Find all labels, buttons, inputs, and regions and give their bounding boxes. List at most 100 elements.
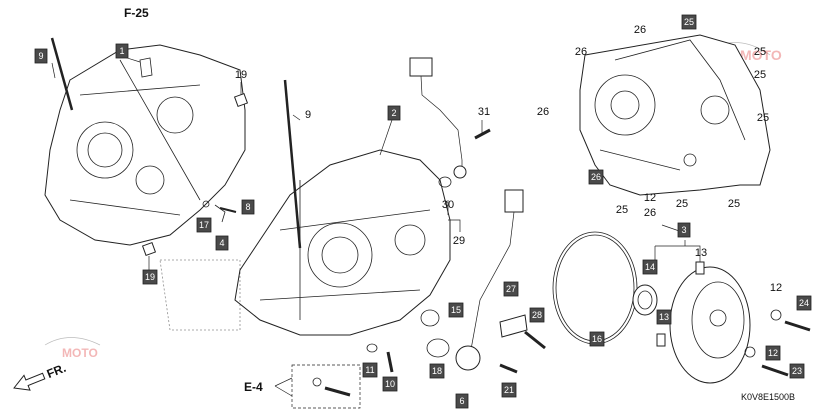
bolt-8[interactable] (219, 207, 237, 213)
callout-12-right[interactable]: 12 (770, 282, 782, 294)
svg-text:24: 24 (799, 298, 809, 308)
watermark-logo: MOTO MOTO (44, 42, 782, 360)
callout-30[interactable]: 30 (442, 199, 454, 211)
callout-6[interactable]: 6 (455, 393, 469, 409)
svg-text:14: 14 (645, 262, 655, 272)
ref-f25-label: F-25 (124, 6, 149, 20)
watermark-text: MOTO (740, 47, 782, 63)
washer-11[interactable] (366, 343, 378, 353)
svg-text:27: 27 (506, 284, 516, 294)
svg-text:10: 10 (385, 379, 395, 389)
callout-1[interactable]: 1 (115, 43, 129, 59)
clip-4[interactable] (214, 204, 226, 223)
callout-26-mid-left[interactable]: 26 (537, 106, 549, 118)
callout-31[interactable]: 31 (478, 106, 490, 118)
svg-text:18: 18 (432, 366, 442, 376)
callout-28[interactable]: 28 (529, 307, 545, 323)
svg-text:28: 28 (532, 310, 542, 320)
callout-12-lower[interactable]: 12 (765, 345, 781, 361)
svg-text:6: 6 (459, 396, 464, 406)
bolt-31[interactable] (474, 128, 491, 140)
callout-15[interactable]: 15 (448, 302, 464, 318)
callout-13[interactable]: 13 (656, 309, 672, 325)
bolt-e4[interactable] (324, 386, 351, 397)
sensor-upper[interactable] (409, 57, 467, 179)
callout-17[interactable]: 17 (196, 217, 212, 233)
callout-14[interactable]: 14 (642, 259, 658, 275)
callout-25-bottom-right[interactable]: 25 (728, 198, 740, 210)
svg-text:3: 3 (681, 225, 686, 235)
callout-4[interactable]: 4 (215, 235, 229, 251)
callout-25-upper-right[interactable]: 25 (754, 46, 766, 58)
callout-16[interactable]: 16 (589, 331, 605, 347)
o-ring-18[interactable] (426, 338, 450, 358)
svg-text:25: 25 (684, 17, 694, 27)
bolt-28[interactable] (524, 330, 546, 350)
oil-pump-cover[interactable] (669, 266, 751, 384)
watermark-text-2: MOTO (62, 346, 98, 360)
callout-24[interactable]: 24 (796, 295, 812, 311)
svg-text:19: 19 (145, 272, 155, 282)
pin-17[interactable] (202, 200, 210, 208)
callout-19-upper[interactable]: 19 (235, 69, 247, 81)
svg-text:8: 8 (245, 202, 250, 212)
callout-2[interactable]: 2 (387, 105, 401, 121)
svg-text:1: 1 (119, 46, 124, 56)
callout-10[interactable]: 10 (382, 376, 398, 392)
callout-25-mid-right[interactable]: 25 (757, 112, 769, 124)
o-ring-15[interactable] (420, 309, 440, 327)
callout-23[interactable]: 23 (789, 363, 805, 379)
bracket-27[interactable] (499, 314, 528, 338)
callout-18[interactable]: 18 (429, 363, 445, 379)
bolt-23[interactable] (761, 364, 789, 377)
callout-25-top[interactable]: 25 (681, 14, 697, 30)
callout-12-cover[interactable]: 12 (644, 192, 656, 204)
callout-3[interactable]: 3 (677, 222, 691, 238)
svg-text:2: 2 (391, 108, 396, 118)
oil-seal[interactable] (632, 284, 658, 316)
callout-25-right[interactable]: 25 (754, 69, 766, 81)
callout-29[interactable]: 29 (453, 235, 465, 247)
svg-text:9: 9 (38, 51, 43, 61)
gasket-ring[interactable] (552, 231, 638, 345)
svg-text:15: 15 (451, 305, 461, 315)
svg-text:4: 4 (219, 238, 224, 248)
svg-text:13: 13 (659, 312, 669, 322)
callout-26-left[interactable]: 26 (588, 169, 604, 185)
o-ring-small[interactable] (438, 176, 452, 188)
callout-9-left[interactable]: 9 (34, 48, 48, 64)
callout-19-lower[interactable]: 19 (142, 269, 158, 285)
right-side-cover[interactable] (579, 34, 771, 196)
callout-21[interactable]: 21 (501, 382, 517, 398)
sensor-lower[interactable] (455, 189, 524, 371)
washer-12[interactable] (744, 309, 782, 358)
left-crankcase[interactable] (44, 44, 246, 246)
callout-11[interactable]: 11 (362, 362, 378, 378)
ref-e4-label: E-4 (244, 380, 263, 394)
svg-text:17: 17 (199, 220, 209, 230)
stud-bolt-left[interactable] (50, 37, 74, 111)
callout-26-top[interactable]: 26 (634, 24, 646, 36)
right-crankcase[interactable] (159, 149, 451, 336)
bolt-21[interactable] (499, 363, 518, 374)
e4-detail-box (274, 364, 361, 409)
stud-bolt-right[interactable] (283, 79, 302, 249)
callout-26-bottom[interactable]: 26 (644, 207, 656, 219)
callout-25-bottom-left[interactable]: 25 (616, 204, 628, 216)
diagram-code: K0V8E1500B (741, 392, 795, 402)
svg-text:21: 21 (504, 385, 514, 395)
callout-27[interactable]: 27 (503, 281, 519, 297)
bolt-24[interactable] (784, 320, 811, 332)
direction-label: FR. (45, 361, 68, 381)
svg-text:11: 11 (365, 365, 374, 375)
callout-13-upper[interactable]: 13 (695, 247, 707, 259)
callout-25-bottom-mid[interactable]: 25 (676, 198, 688, 210)
dowel-pin-upper[interactable] (233, 92, 249, 108)
dowel-pin-lower[interactable] (141, 241, 157, 257)
callout-26-upper-left[interactable]: 26 (575, 46, 587, 58)
front-direction-arrow: FR. (13, 361, 68, 391)
callout-9-right[interactable]: 9 (305, 109, 311, 121)
bolt-10[interactable] (386, 351, 394, 373)
callout-8[interactable]: 8 (241, 199, 255, 215)
